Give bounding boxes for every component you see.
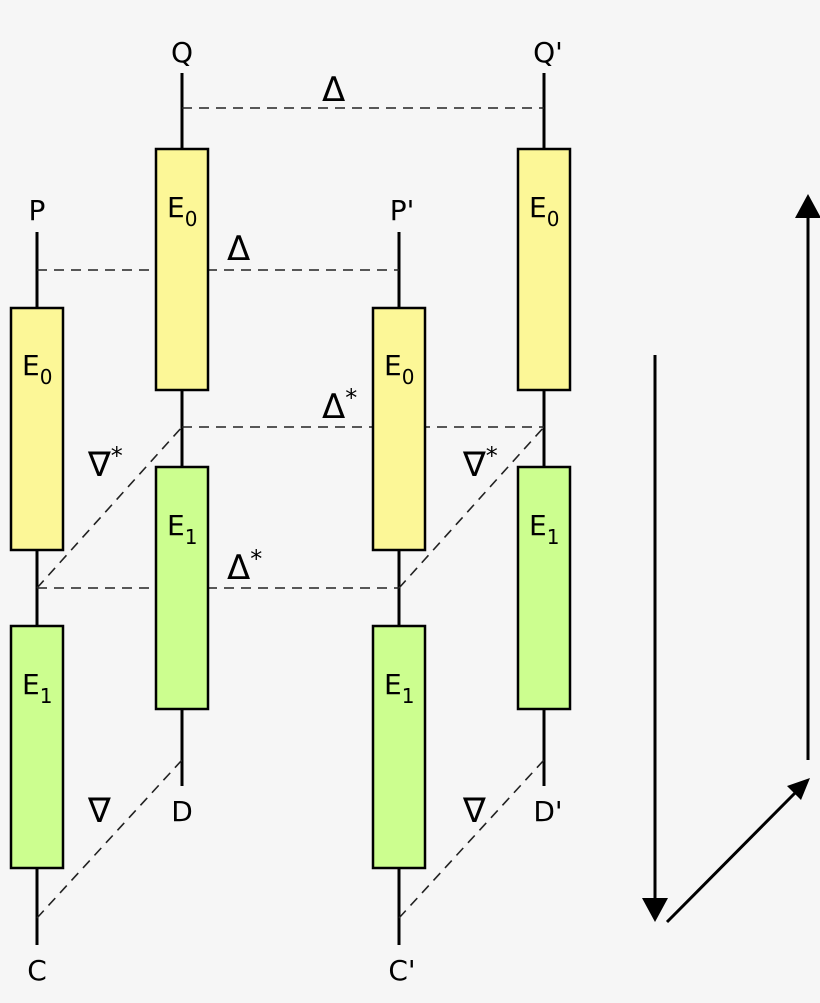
- box-e0-q-prime: [516, 147, 572, 392]
- box-e1-p-prime: [371, 624, 427, 870]
- map-labels: Δ Δ Δ* Δ* ∇* ∇* ∇ ∇: [87, 70, 498, 831]
- dash-nabla-right: [398, 759, 545, 919]
- label-e0-p-prime: E0: [384, 349, 414, 389]
- map-label-delta-top: Δ: [322, 70, 345, 110]
- node-label-p: P: [29, 194, 46, 227]
- node-label-d: D: [171, 795, 193, 828]
- node-label-c-prime: C': [388, 954, 415, 987]
- map-label-nabla-left: ∇: [87, 791, 111, 831]
- box-labels: E0 E1 E0 E1 E0 E1 E0 E1: [22, 191, 559, 708]
- label-e1-q: E1: [167, 509, 197, 549]
- map-label-nabla-right: ∇: [462, 791, 486, 831]
- node-label-c: C: [27, 954, 47, 987]
- box-e1-q-prime: [516, 465, 572, 711]
- arrow-diagonal-head-icon: [787, 778, 810, 800]
- direction-arrows: [642, 194, 820, 924]
- node-label-d-prime: D': [533, 795, 562, 828]
- box-e1-p: [9, 624, 65, 870]
- map-label-delta-star-lower: Δ*: [227, 545, 262, 588]
- boxes: [9, 147, 572, 870]
- dashed-maps: [36, 107, 545, 919]
- stems: [35, 73, 546, 945]
- label-e0-q: E0: [167, 191, 197, 231]
- node-label-q: Q: [171, 36, 193, 69]
- label-e1-p-prime: E1: [384, 668, 414, 708]
- dash-nabla-star-right: [398, 426, 545, 589]
- label-e1-q-prime: E1: [529, 509, 559, 549]
- map-label-delta-upper: Δ: [227, 229, 250, 269]
- map-label-nabla-star-left: ∇*: [87, 442, 123, 485]
- box-e0-p-prime: [371, 306, 427, 552]
- node-label-p-prime: P': [390, 194, 415, 227]
- dash-nabla-left: [36, 759, 183, 919]
- node-label-q-prime: Q': [533, 36, 563, 69]
- box-e0-q: [154, 147, 210, 392]
- node-labels: P Q C D P' Q' C' D': [27, 36, 563, 987]
- arrow-up-head-icon: [795, 194, 820, 218]
- arrow-diagonal-line: [665, 791, 797, 924]
- arrow-down-head-icon: [642, 898, 668, 922]
- map-label-nabla-star-right: ∇*: [462, 442, 498, 485]
- box-e1-q: [154, 465, 210, 711]
- label-e1-p: E1: [22, 668, 52, 708]
- box-e0-p: [9, 306, 65, 552]
- map-label-delta-star-upper: Δ*: [322, 384, 357, 427]
- dash-nabla-star-left: [36, 426, 183, 589]
- label-e0-q-prime: E0: [529, 191, 559, 231]
- label-e0-p: E0: [22, 349, 52, 389]
